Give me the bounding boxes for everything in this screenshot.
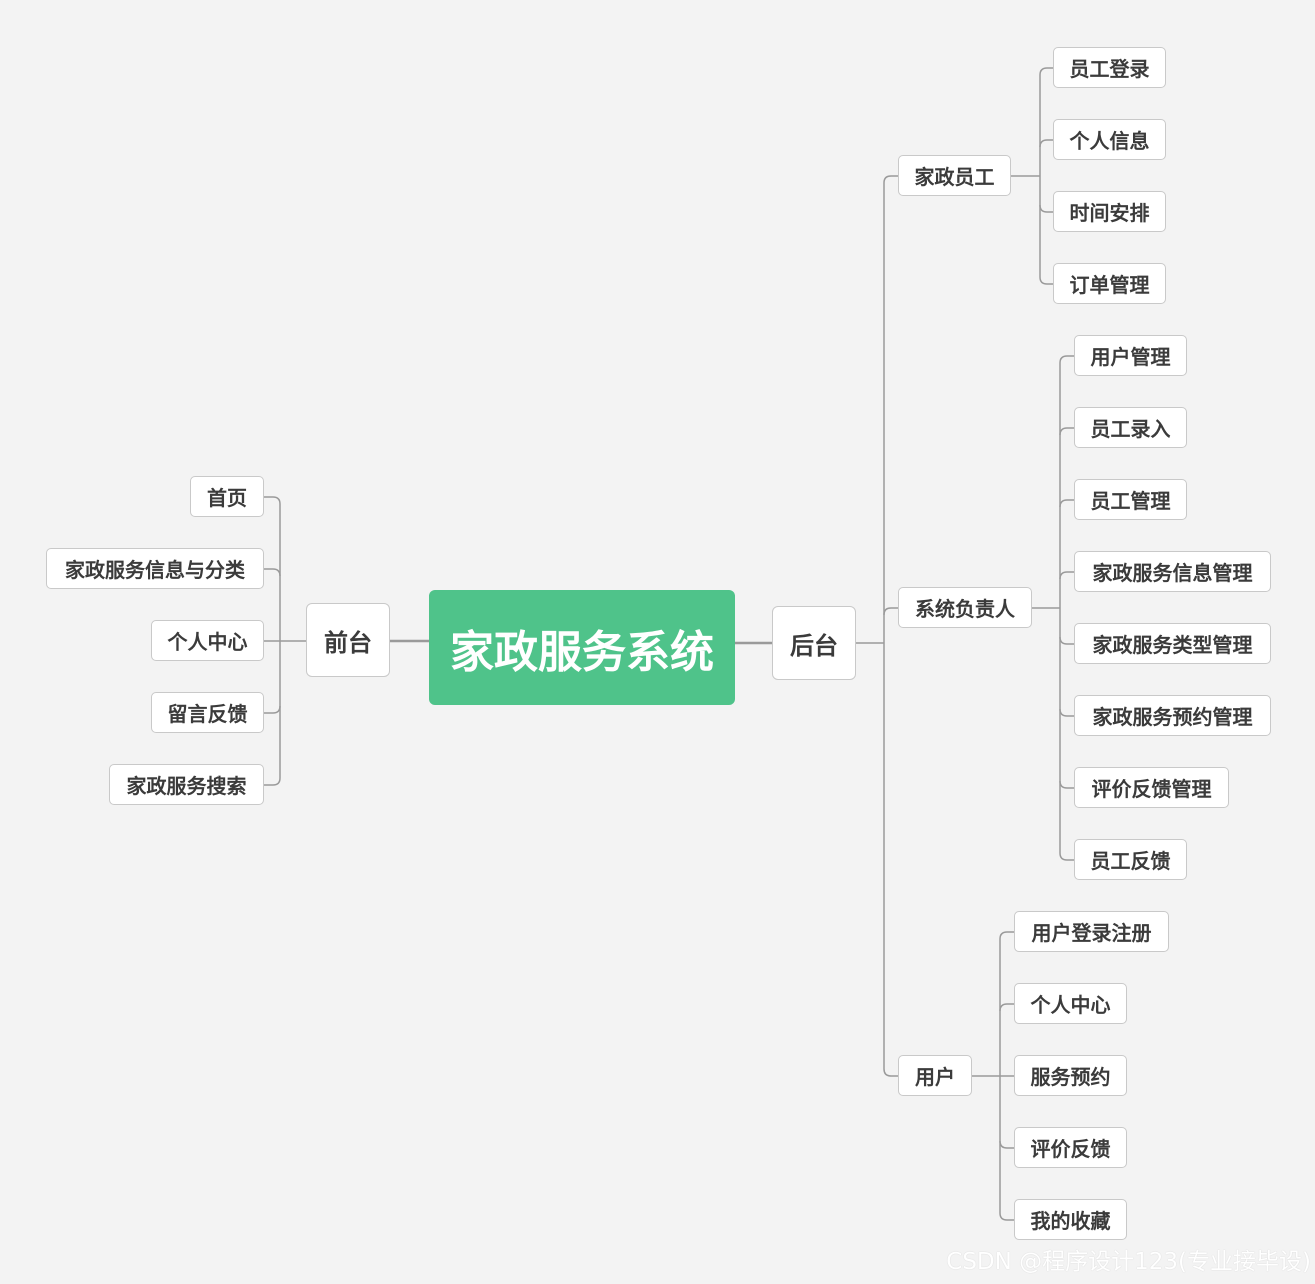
front-node[interactable]: 前台 [306, 603, 390, 677]
admin-item-user-mgmt[interactable]: 用户管理 [1074, 335, 1187, 376]
connector-line [1059, 571, 1074, 580]
root-node[interactable]: 家政服务系统 [429, 590, 735, 705]
back-node[interactable]: 后台 [772, 606, 856, 680]
front-item-home[interactable]: 首页 [190, 476, 264, 517]
connector-line [1059, 708, 1074, 717]
user-item-favorites[interactable]: 我的收藏 [1014, 1199, 1127, 1240]
front-item-personal-center[interactable]: 个人中心 [151, 620, 264, 661]
user-item-booking[interactable]: 服务预约 [1014, 1055, 1127, 1096]
admin-item-service-info-mgmt[interactable]: 家政服务信息管理 [1074, 551, 1271, 592]
connector-line [264, 705, 281, 714]
admin-item-staff-mgmt[interactable]: 员工管理 [1074, 479, 1187, 520]
connector-line [1039, 204, 1053, 213]
watermark: CSDN @程序设计123(专业接毕设) [946, 1249, 1311, 1275]
connector-line [1039, 139, 1053, 148]
connector-line [1059, 780, 1074, 789]
user-item-personal-center[interactable]: 个人中心 [1014, 983, 1127, 1024]
staff-item-profile[interactable]: 个人信息 [1053, 119, 1166, 160]
connector-line [999, 1212, 1014, 1221]
admin-item-booking-mgmt[interactable]: 家政服务预约管理 [1074, 695, 1271, 736]
staff-item-orders[interactable]: 订单管理 [1053, 263, 1166, 304]
admin-item-service-type-mgmt[interactable]: 家政服务类型管理 [1074, 623, 1271, 664]
connector-line [264, 568, 281, 577]
user-item-review[interactable]: 评价反馈 [1014, 1127, 1127, 1168]
connector-line [883, 175, 898, 184]
admin-item-review-mgmt[interactable]: 评价反馈管理 [1074, 767, 1229, 808]
admin-item-staff-entry[interactable]: 员工录入 [1074, 407, 1187, 448]
connector-line [264, 777, 281, 786]
connector-line [1039, 67, 1053, 76]
front-item-feedback[interactable]: 留言反馈 [151, 692, 264, 733]
connector-line [1059, 852, 1074, 861]
staff-item-schedule[interactable]: 时间安排 [1053, 191, 1166, 232]
back-group-staff[interactable]: 家政员工 [898, 155, 1011, 196]
back-group-user[interactable]: 用户 [898, 1055, 972, 1096]
connector-line [883, 607, 898, 616]
connector-line [1059, 636, 1074, 645]
admin-item-staff-feedback[interactable]: 员工反馈 [1074, 839, 1187, 880]
connector-line [1059, 355, 1074, 364]
connector-line [999, 1140, 1014, 1149]
connector-line [1039, 276, 1053, 285]
connector-line [264, 496, 281, 505]
front-item-service-search[interactable]: 家政服务搜索 [109, 764, 264, 805]
staff-item-login[interactable]: 员工登录 [1053, 47, 1166, 88]
back-group-admin[interactable]: 系统负责人 [898, 587, 1032, 628]
connector-line [883, 1068, 898, 1077]
connector-line [999, 1003, 1014, 1012]
connector-line [999, 931, 1014, 940]
connector-line [1059, 427, 1074, 436]
front-item-service-info[interactable]: 家政服务信息与分类 [46, 548, 264, 589]
connector-line [1059, 499, 1074, 508]
user-item-login-register[interactable]: 用户登录注册 [1014, 911, 1169, 952]
